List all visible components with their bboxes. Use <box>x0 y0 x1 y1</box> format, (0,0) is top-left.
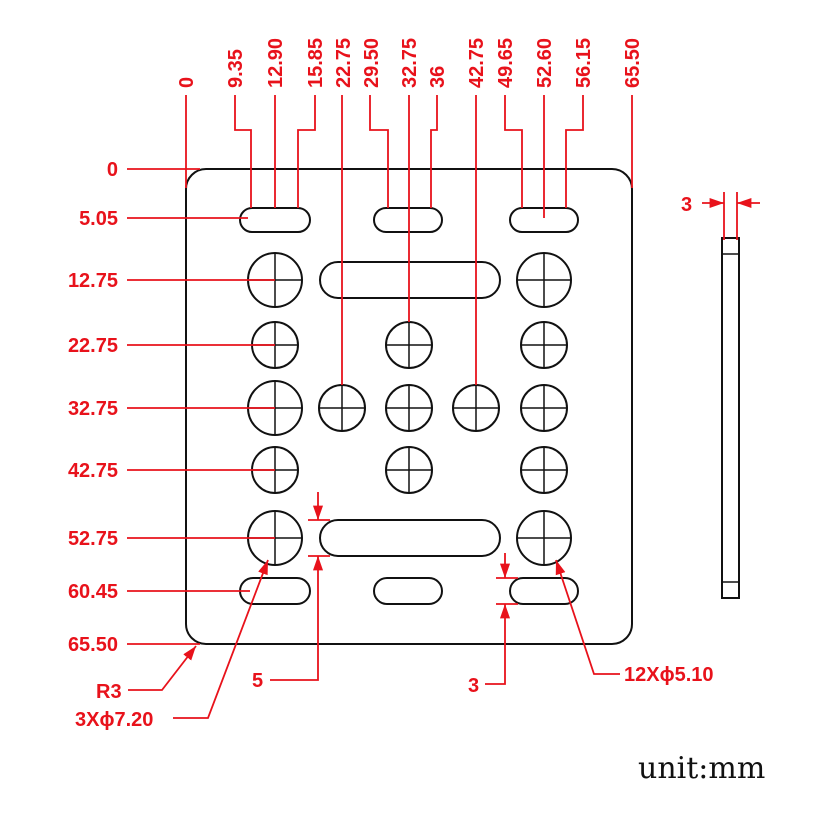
small-hole <box>520 384 568 432</box>
top-dim-label: 49.65 <box>495 38 517 88</box>
left-dim-label: 32.75 <box>68 398 118 420</box>
small-slot-width-label: 3 <box>468 675 479 697</box>
dimension-lines <box>127 95 760 719</box>
callout-labels: 3 5 3 R3 3Xϕ7.20 12Xϕ5.10 <box>75 194 714 731</box>
top-dim-label: 9.35 <box>225 49 247 88</box>
slot <box>373 577 443 605</box>
left-dim-label: 42.75 <box>68 460 118 482</box>
slot <box>509 577 579 605</box>
left-dim-label: 22.75 <box>68 335 118 357</box>
small-hole <box>520 446 568 494</box>
top-dim-label: 29.50 <box>361 38 383 88</box>
unit-label: unit:mm <box>638 751 765 786</box>
left-dimension-labels: 0 5.05 12.75 22.75 32.75 42.75 52.75 60.… <box>68 159 118 656</box>
small-hole <box>385 321 433 369</box>
large-hole <box>516 252 572 308</box>
top-dim-label: 12.90 <box>265 38 287 88</box>
corner-radius-label: R3 <box>96 681 122 703</box>
top-dim-label: 65.50 <box>622 38 644 88</box>
slot-width-label: 5 <box>252 670 263 692</box>
long-slot <box>319 519 501 557</box>
small-hole <box>318 384 366 432</box>
slot <box>239 207 311 233</box>
left-dim-label: 60.45 <box>68 581 118 603</box>
small-hole <box>520 321 568 369</box>
top-dim-label: 52.60 <box>534 38 556 88</box>
left-dim-label: 65.50 <box>68 634 118 656</box>
thickness-label: 3 <box>681 194 692 216</box>
top-dim-label: 22.75 <box>333 38 355 88</box>
small-hole <box>385 384 433 432</box>
top-dim-label: 36 <box>427 66 449 88</box>
long-slot <box>319 261 501 299</box>
slot <box>373 207 443 233</box>
slot <box>239 577 311 605</box>
left-dim-label: 12.75 <box>68 270 118 292</box>
small-hole <box>385 446 433 494</box>
top-dim-label: 56.15 <box>573 38 595 88</box>
large-holes-label: 3Xϕ7.20 <box>75 709 153 731</box>
plate-side-view <box>721 237 740 599</box>
left-dim-label: 52.75 <box>68 528 118 550</box>
large-hole <box>516 510 572 566</box>
top-dim-label: 32.75 <box>399 38 421 88</box>
left-dim-label: 5.05 <box>79 208 118 230</box>
small-holes-label: 12Xϕ5.10 <box>624 664 714 686</box>
top-dim-label: 15.85 <box>305 38 327 88</box>
top-dim-label: 42.75 <box>466 38 488 88</box>
top-dimension-labels: 0 9.35 12.90 15.85 22.75 29.50 32.75 36 … <box>176 38 644 88</box>
small-hole <box>452 384 500 432</box>
top-dim-label: 0 <box>176 77 198 88</box>
left-dim-label: 0 <box>107 159 118 181</box>
